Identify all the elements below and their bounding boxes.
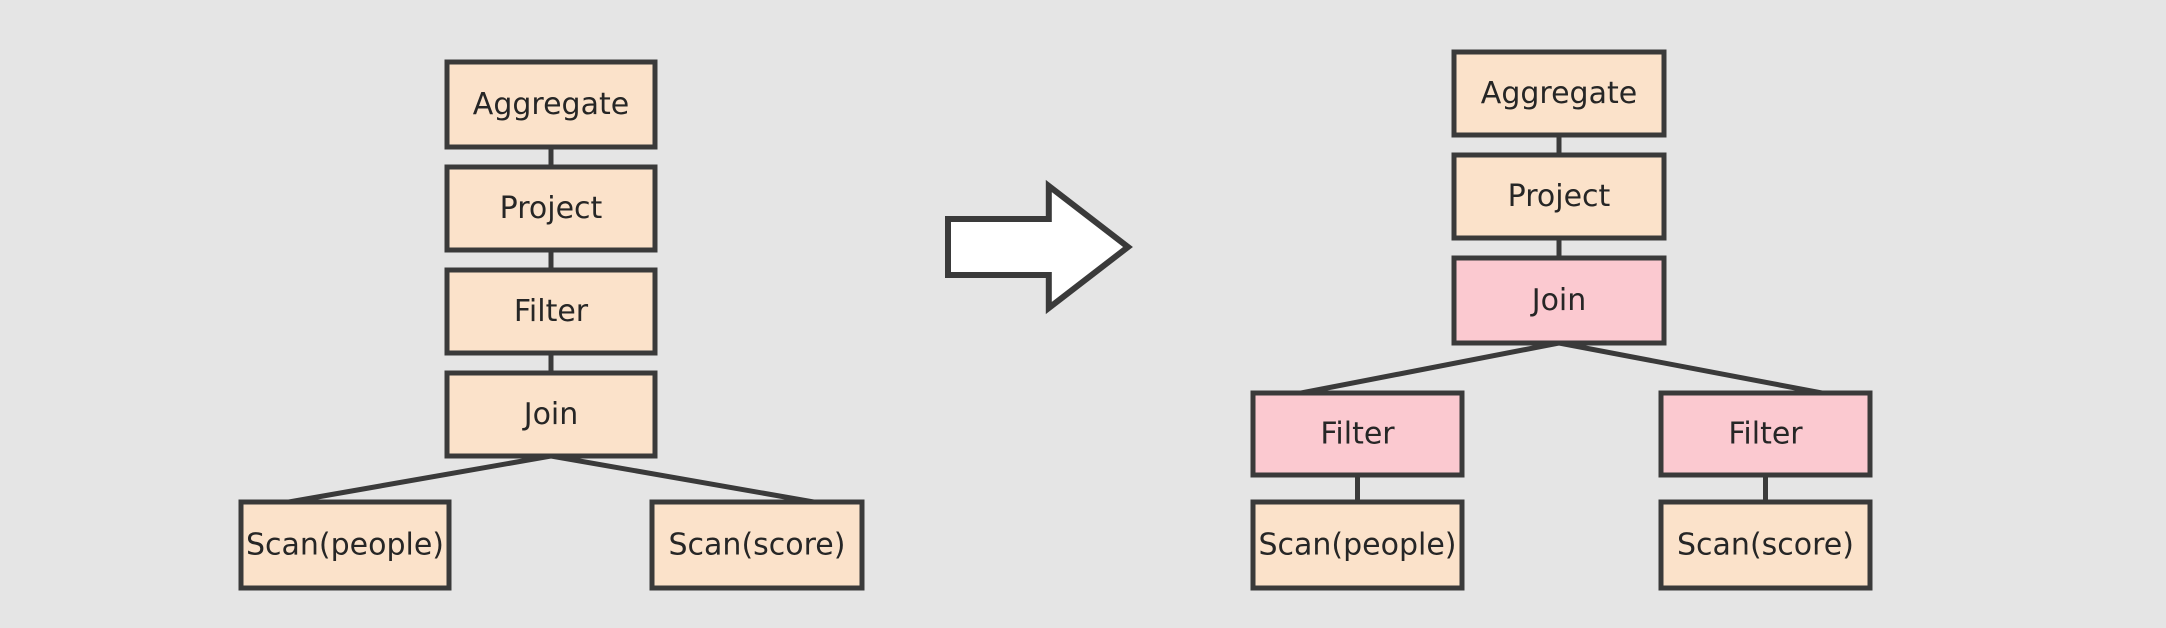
node-box-r-join[interactable]	[1451, 255, 1667, 346]
node-box-l-scan-score[interactable]	[649, 499, 865, 591]
node-label-r-join: Join	[1530, 283, 1587, 318]
node-label-r-filter-left: Filter	[1320, 417, 1395, 452]
after-plan-edges	[1300, 135, 1823, 502]
node-box-r-project[interactable]	[1451, 152, 1667, 241]
node-box-l-scan-people[interactable]	[238, 499, 452, 591]
node-box-l-filter[interactable]	[444, 267, 658, 356]
edge-r-join-to-r-filter-right	[1558, 340, 1823, 396]
node-label-r-aggregate: Aggregate	[1481, 76, 1637, 111]
node-box-l-join[interactable]	[444, 370, 658, 459]
node-box-r-filter-left[interactable]	[1250, 390, 1465, 478]
node-label-r-project: Project	[1508, 179, 1611, 214]
node-r-project[interactable]: Project	[1451, 152, 1667, 241]
node-l-join[interactable]: Join	[444, 370, 658, 459]
node-box-r-scan-score[interactable]	[1658, 499, 1873, 591]
edge-l-join-to-l-scan-people	[288, 453, 552, 505]
node-l-project[interactable]: Project	[444, 164, 658, 253]
node-label-l-project: Project	[500, 191, 603, 226]
transform-arrow	[945, 179, 1133, 315]
node-label-r-scan-score: Scan(score)	[1677, 528, 1854, 563]
node-l-scan-people[interactable]: Scan(people)	[238, 499, 452, 591]
edge-l-join-to-l-scan-score	[550, 453, 815, 505]
before-plan-edges	[288, 147, 815, 505]
node-r-scan-people[interactable]: Scan(people)	[1250, 499, 1465, 591]
edge-r-join-to-r-filter-left	[1300, 340, 1560, 396]
node-l-filter[interactable]: Filter	[444, 267, 658, 356]
node-label-l-filter: Filter	[514, 294, 589, 329]
node-label-l-scan-score: Scan(score)	[669, 528, 846, 563]
node-label-l-join: Join	[522, 397, 579, 432]
node-r-filter-left[interactable]: Filter	[1250, 390, 1465, 478]
node-l-aggregate[interactable]: Aggregate	[444, 59, 658, 150]
node-label-r-filter-right: Filter	[1728, 417, 1803, 452]
node-l-scan-score[interactable]: Scan(score)	[649, 499, 865, 591]
node-box-r-scan-people[interactable]	[1250, 499, 1465, 591]
node-box-l-project[interactable]	[444, 164, 658, 253]
node-label-l-aggregate: Aggregate	[473, 87, 629, 122]
node-label-r-scan-people: Scan(people)	[1258, 528, 1456, 563]
node-label-l-scan-people: Scan(people)	[246, 528, 444, 563]
node-box-l-aggregate[interactable]	[444, 59, 658, 150]
node-box-r-aggregate[interactable]	[1451, 49, 1667, 138]
node-r-scan-score[interactable]: Scan(score)	[1658, 499, 1873, 591]
node-r-aggregate[interactable]: Aggregate	[1451, 49, 1667, 138]
node-r-join[interactable]: Join	[1451, 255, 1667, 346]
node-box-r-filter-right[interactable]	[1658, 390, 1873, 478]
rightwards-block-arrow-icon	[945, 179, 1133, 315]
node-r-filter-right[interactable]: Filter	[1658, 390, 1873, 478]
